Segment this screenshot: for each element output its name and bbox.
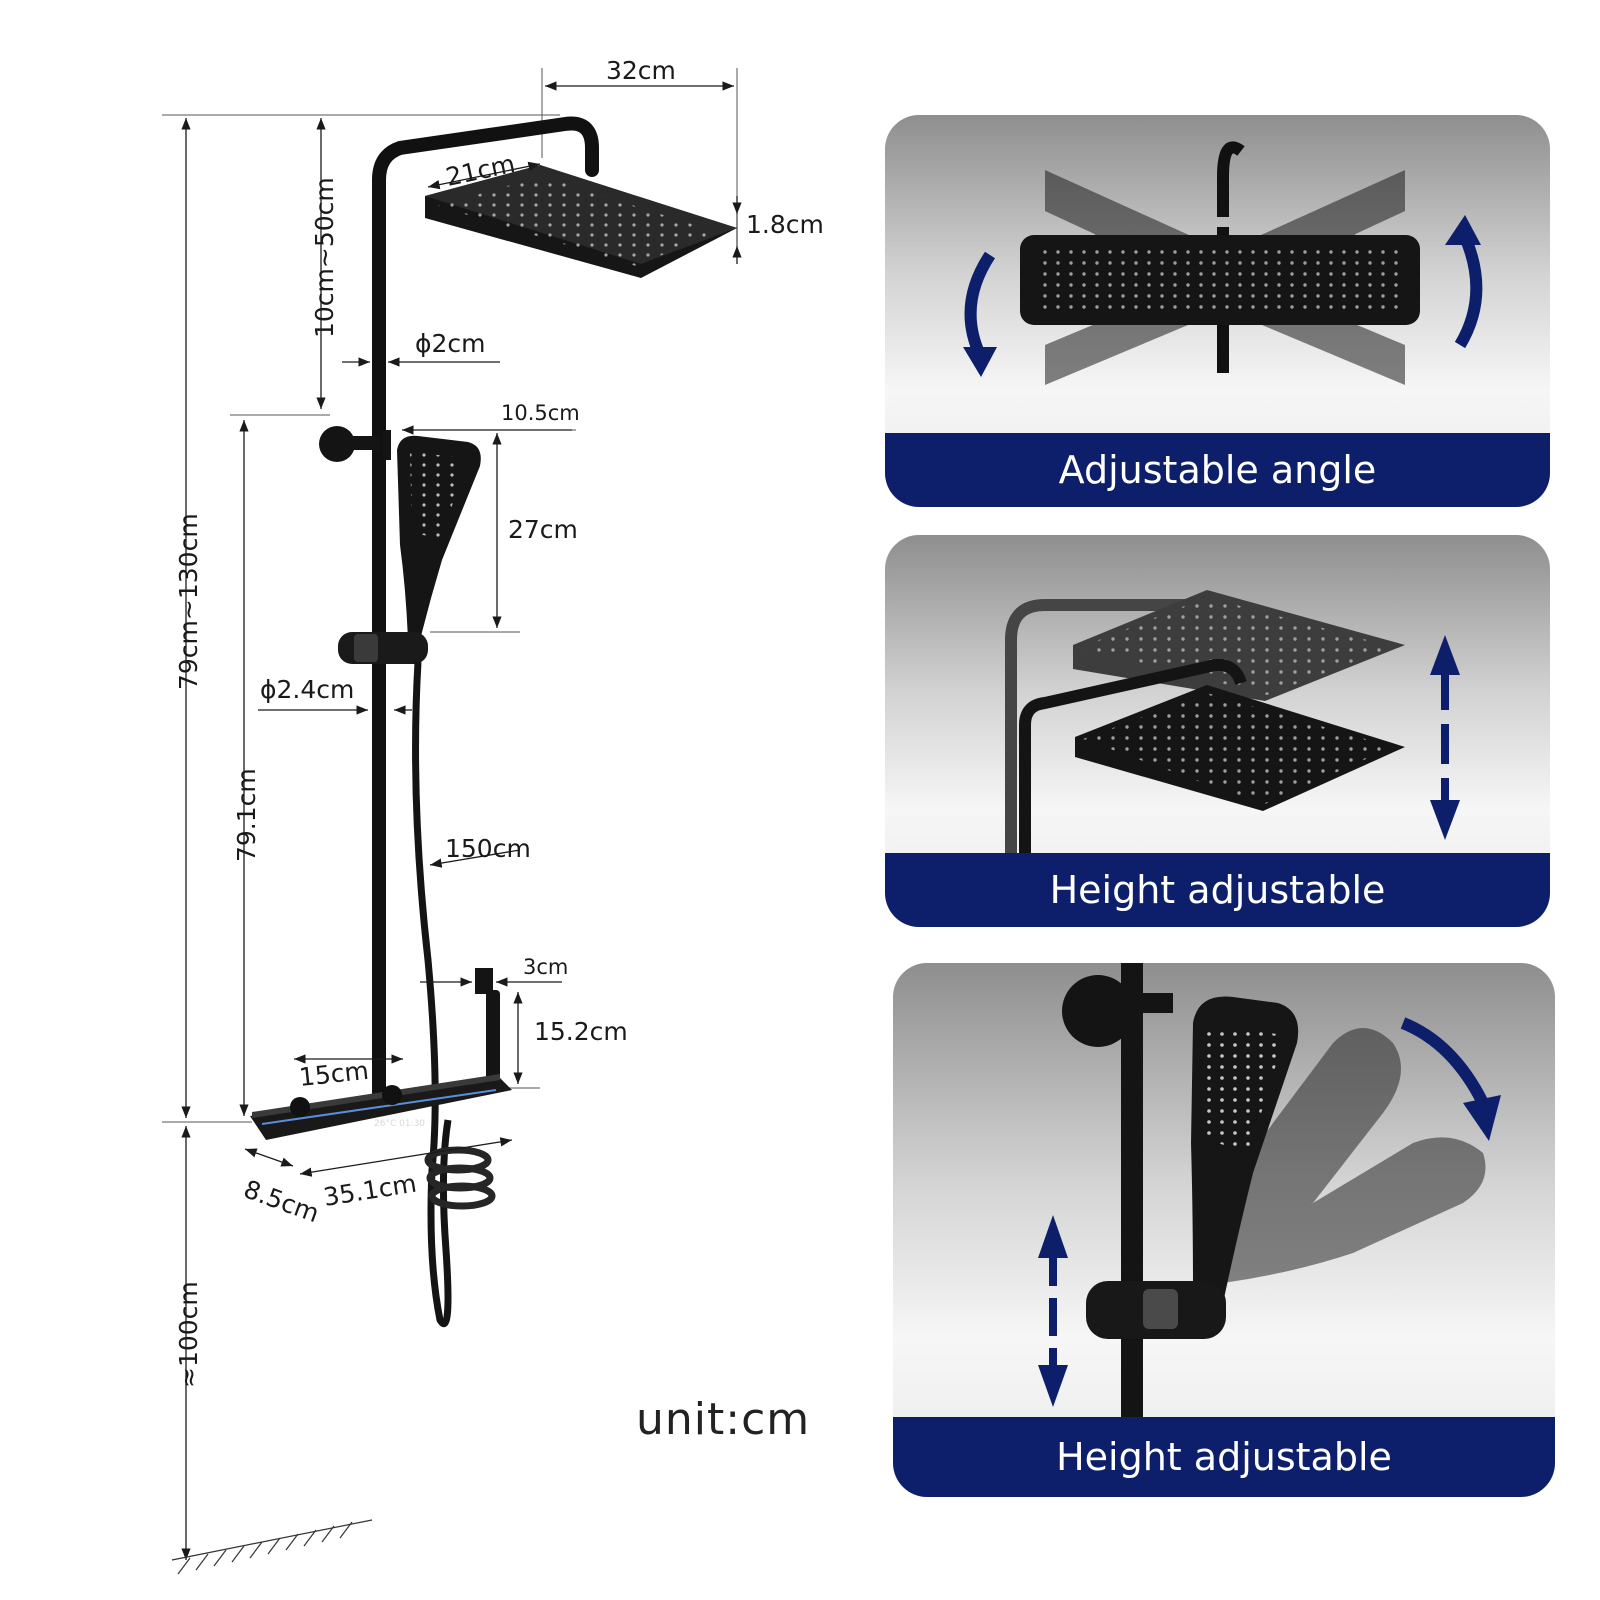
unit-note: unit:cm bbox=[636, 1394, 811, 1445]
feature-panel-height-adjustable-2: Height adjustable bbox=[893, 963, 1555, 1497]
temperature-display: 26°C 01:30 bbox=[374, 1119, 425, 1129]
feature-panel-adjustable-angle: Adjustable angle bbox=[885, 115, 1550, 507]
dim-arm-height-range: 10cm~50cm bbox=[310, 177, 339, 338]
dim-bidet-sprayer-width: 3cm bbox=[523, 955, 568, 979]
handheld-shower bbox=[397, 435, 481, 640]
dimension-diagram: 26°C 01:30 32cm 21cm bbox=[162, 56, 824, 1575]
dim-lower-pipe-diameter: ϕ2.4cm bbox=[260, 675, 354, 704]
dim-handheld-width: 10.5cm bbox=[501, 401, 580, 425]
floor-hatch bbox=[171, 1519, 373, 1575]
feature-panel-height-adjustable-1: Height adjustable bbox=[885, 535, 1550, 927]
feature-label-adjustable-angle: Adjustable angle bbox=[885, 433, 1550, 507]
dim-total-height-range: 79cm~130cm bbox=[174, 513, 203, 690]
dim-rain-head-thickness: 1.8cm bbox=[746, 210, 824, 239]
feature-label-height-adjustable-1: Height adjustable bbox=[885, 853, 1550, 927]
dim-overhead-arm-width: 32cm bbox=[606, 56, 676, 85]
dim-shelf-depth: 8.5cm bbox=[240, 1174, 323, 1228]
dim-floor-height: ≈100cm bbox=[174, 1281, 203, 1388]
dim-hose-length: 150cm bbox=[445, 834, 531, 863]
dim-handheld-length: 27cm bbox=[508, 515, 578, 544]
thermostatic-shelf: 26°C 01:30 bbox=[250, 1074, 512, 1140]
rain-shower-head bbox=[425, 165, 737, 278]
dim-bidet-sprayer-height: 15.2cm bbox=[534, 1017, 628, 1046]
dim-upper-pipe-diameter: ϕ2cm bbox=[415, 329, 486, 358]
dim-lower-pipe-height: 79.1cm bbox=[232, 768, 261, 862]
dim-shelf-length: 35.1cm bbox=[321, 1169, 418, 1212]
dim-shelf-inlet-spacing: 15cm bbox=[298, 1056, 371, 1092]
feature-label-height-adjustable-2: Height adjustable bbox=[893, 1417, 1555, 1497]
